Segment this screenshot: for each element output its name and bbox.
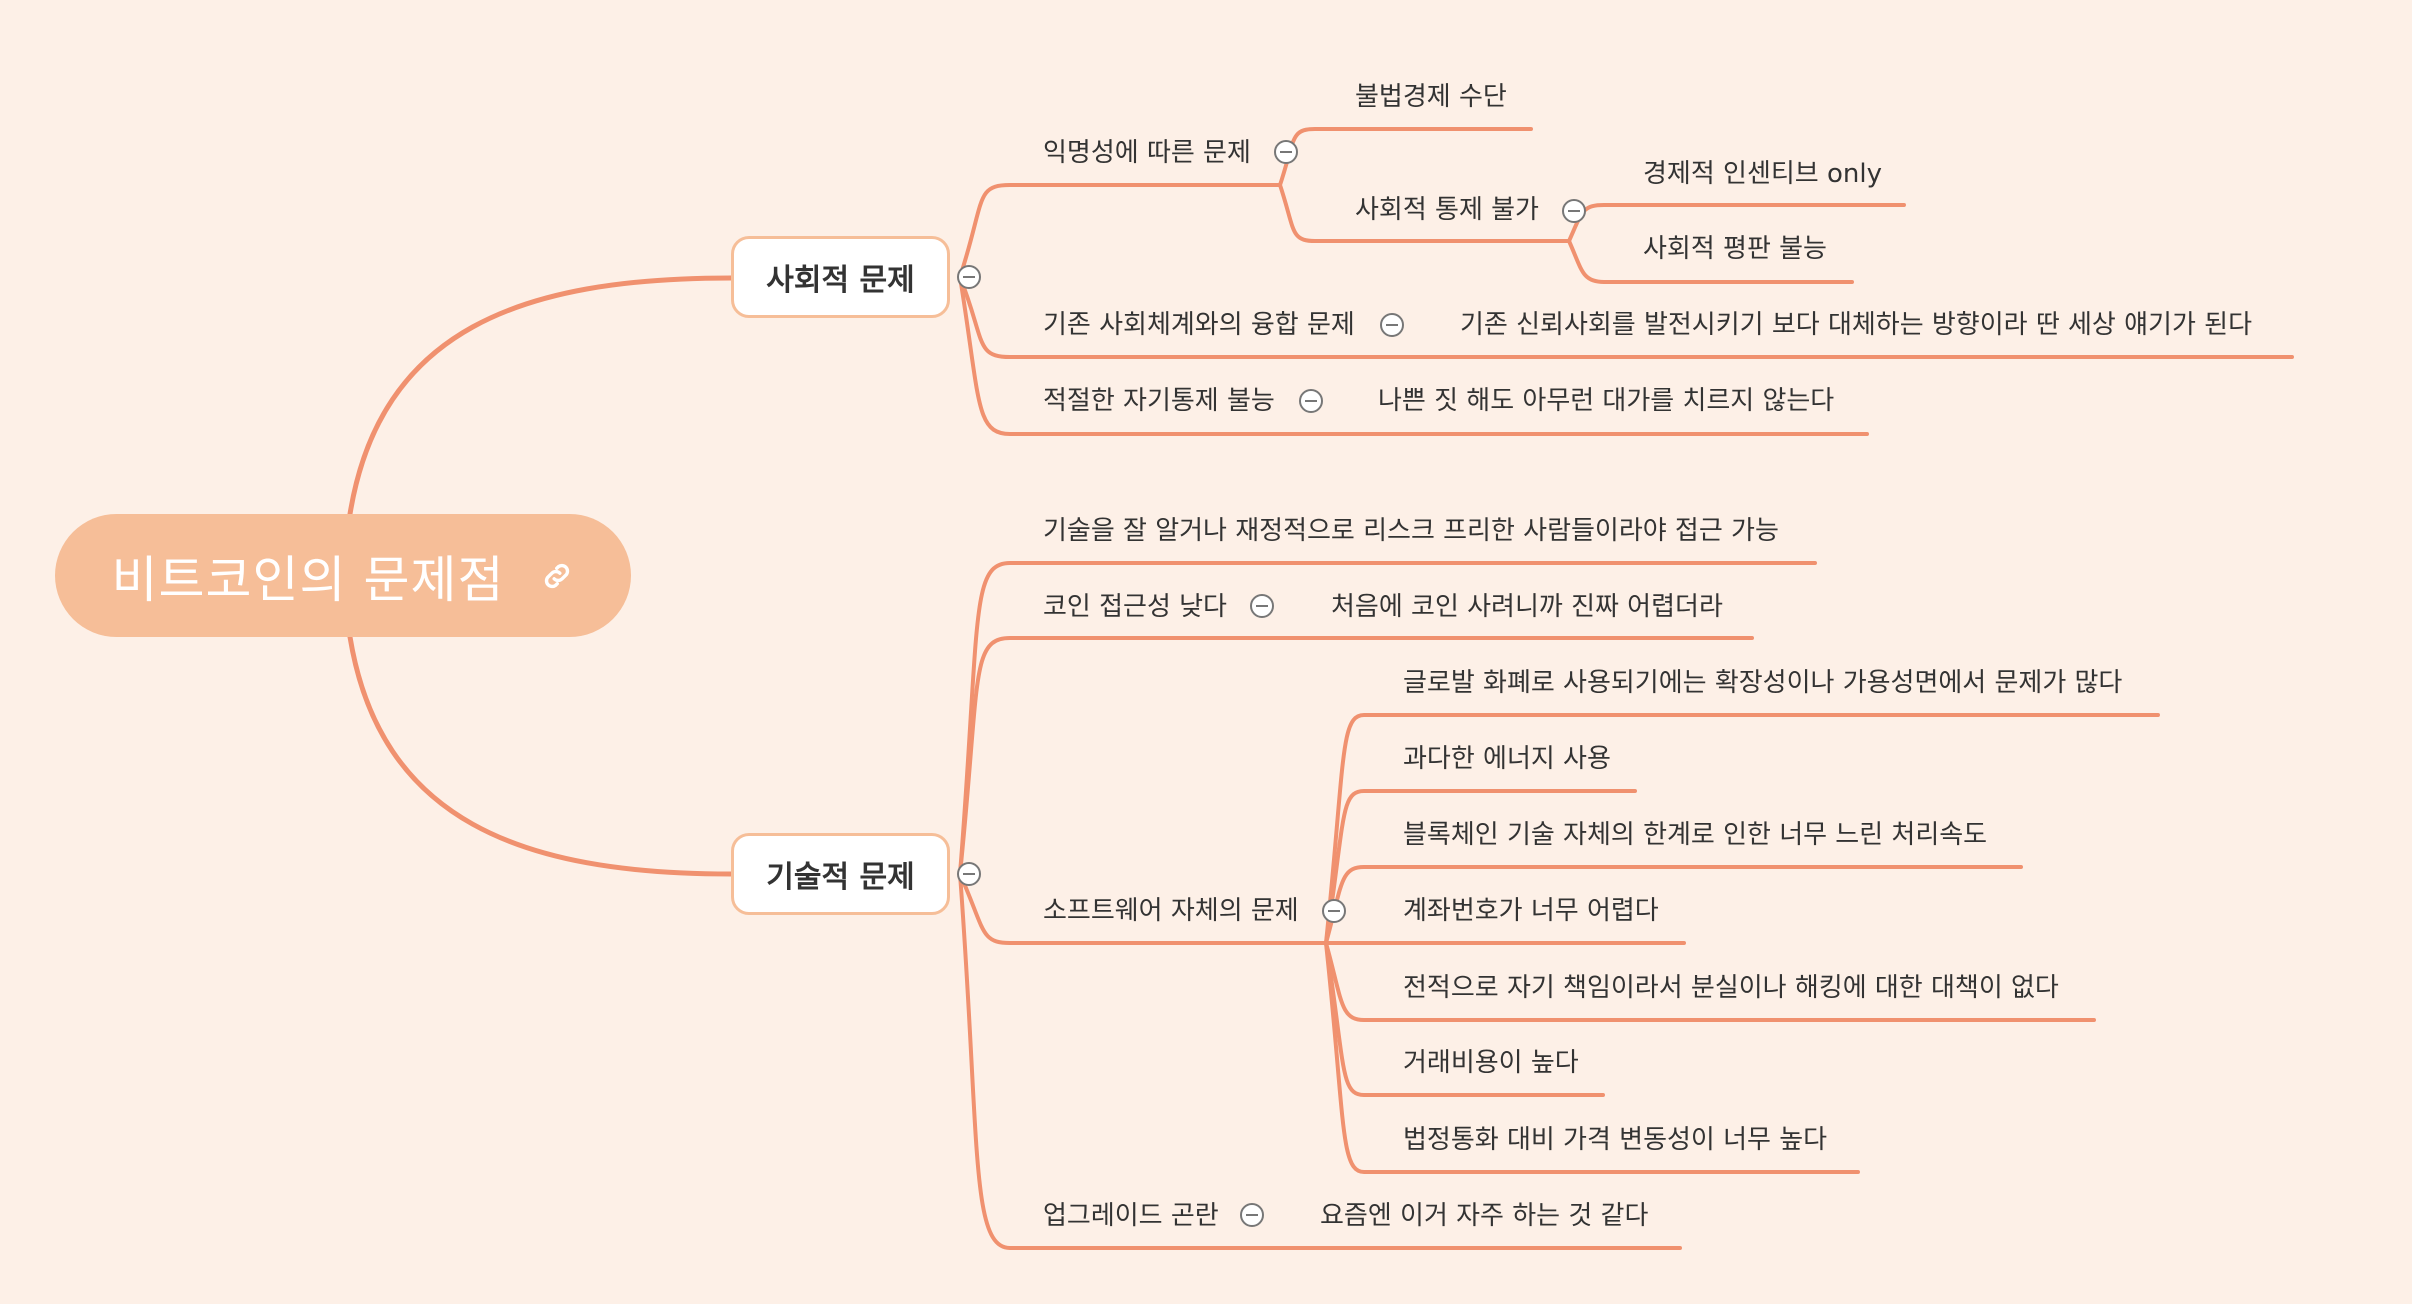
- subtopic-access-requirement[interactable]: 기술을 잘 알거나 재정적으로 리스크 프리한 사람들이라야 접근 가능: [1043, 516, 1779, 546]
- collapse-toggle-upgrade[interactable]: [1240, 1203, 1264, 1227]
- subtopic-illegal-economy[interactable]: 불법경제 수단: [1355, 82, 1507, 112]
- subtopic-anonymity[interactable]: 익명성에 따른 문제: [1043, 138, 1251, 168]
- subtopic-economic-incentive[interactable]: 경제적 인센티브 only: [1643, 159, 1882, 189]
- subtopic-integration-problem[interactable]: 기존 사회체계와의 융합 문제: [1043, 310, 1355, 340]
- collapse-toggle-integration[interactable]: [1380, 313, 1404, 337]
- collapse-toggle-social[interactable]: [957, 265, 981, 289]
- topic-social-problems[interactable]: 사회적 문제: [731, 236, 950, 318]
- subtopic-self-responsibility[interactable]: 전적으로 자기 책임이라서 분실이나 해킹에 대한 대책이 없다: [1403, 973, 2059, 1003]
- root-topic[interactable]: 비트코인의 문제점: [55, 514, 631, 637]
- subtopic-trust-society[interactable]: 기존 신뢰사회를 발전시키기 보다 대체하는 방향이라 딴 세상 얘기가 된다: [1460, 310, 2252, 340]
- collapse-toggle-self-control[interactable]: [1299, 389, 1323, 413]
- collapse-toggle-accessibility[interactable]: [1250, 594, 1274, 618]
- subtopic-account-number[interactable]: 계좌번호가 너무 어렵다: [1403, 896, 1659, 926]
- subtopic-no-social-control[interactable]: 사회적 통제 불가: [1355, 195, 1539, 225]
- topic-label: 기술적 문제: [766, 860, 915, 895]
- subtopic-no-reputation[interactable]: 사회적 평판 불능: [1643, 234, 1827, 264]
- subtopic-upgrade-difficulty[interactable]: 업그레이드 곤란: [1043, 1201, 1219, 1231]
- collapse-toggle-technical[interactable]: [957, 862, 981, 886]
- subtopic-frequent-upgrades[interactable]: 요즘엔 이거 자주 하는 것 같다: [1320, 1201, 1649, 1231]
- collapse-toggle-software[interactable]: [1322, 899, 1346, 923]
- topic-label: 사회적 문제: [766, 263, 915, 298]
- subtopic-no-consequence[interactable]: 나쁜 짓 해도 아무런 대가를 치르지 않는다: [1378, 386, 1835, 416]
- subtopic-scalability[interactable]: 글로발 화폐로 사용되기에는 확장성이나 가용성면에서 문제가 많다: [1403, 668, 2123, 698]
- collapse-toggle-anonymity[interactable]: [1274, 140, 1298, 164]
- subtopic-transaction-cost[interactable]: 거래비용이 높다: [1403, 1048, 1579, 1078]
- subtopic-low-accessibility[interactable]: 코인 접근성 낮다: [1043, 592, 1227, 622]
- topic-technical-problems[interactable]: 기술적 문제: [731, 833, 950, 915]
- subtopic-energy[interactable]: 과다한 에너지 사용: [1403, 744, 1611, 774]
- subtopic-hard-to-buy[interactable]: 처음에 코인 사려니까 진짜 어렵더라: [1331, 592, 1723, 622]
- subtopic-slow-speed[interactable]: 블록체인 기술 자체의 한계로 인한 너무 느린 처리속도: [1403, 820, 1988, 850]
- subtopic-volatility[interactable]: 법정통화 대비 가격 변동성이 너무 높다: [1403, 1125, 1828, 1155]
- collapse-toggle-social-control[interactable]: [1562, 199, 1586, 223]
- subtopic-self-control[interactable]: 적절한 자기통제 불능: [1043, 386, 1275, 416]
- subtopic-software-problem[interactable]: 소프트웨어 자체의 문제: [1043, 896, 1299, 926]
- link-icon[interactable]: [540, 559, 574, 593]
- root-topic-label: 비트코인의 문제점: [111, 550, 505, 609]
